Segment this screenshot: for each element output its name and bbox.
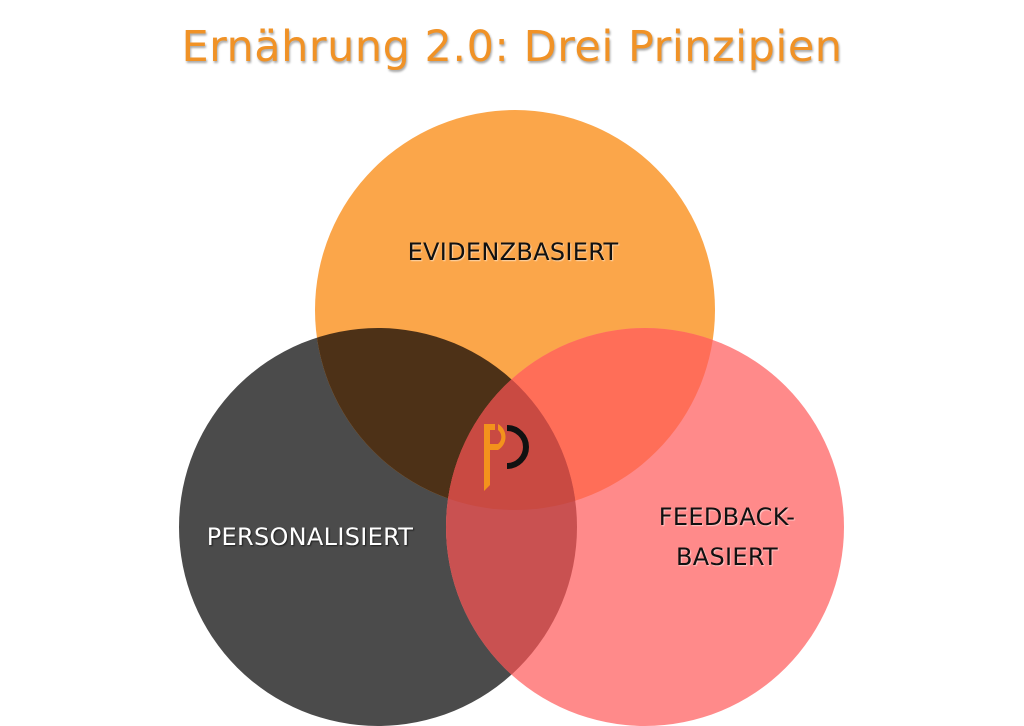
label-personalisiert: PERSONALISIERT — [207, 523, 414, 551]
label-feedback-line1: FEEDBACK- — [659, 503, 795, 531]
label-feedback-line2: BASIERT — [676, 543, 778, 571]
label-evidenzbasiert: EVIDENZBASIERT — [408, 238, 619, 266]
page-title: Ernährung 2.0: Drei Prinzipien — [181, 22, 843, 72]
overlap-evidenz-personal — [315, 328, 577, 510]
p-logo-icon — [484, 424, 529, 491]
overlap-center — [446, 328, 577, 510]
